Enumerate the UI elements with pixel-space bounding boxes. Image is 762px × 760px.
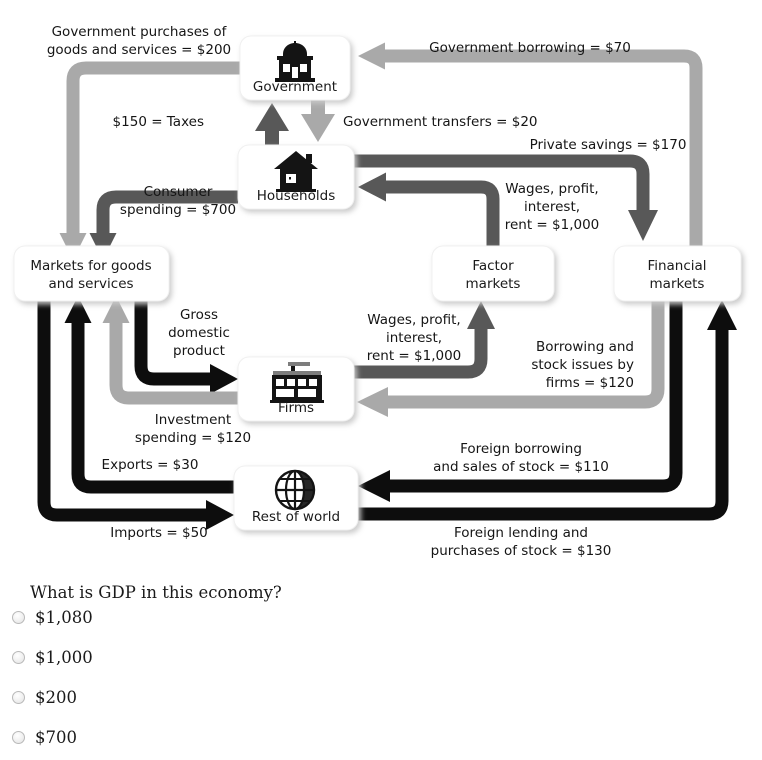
flow-label-consumer-line1: Consumer <box>144 184 213 200</box>
flow-label-gov-borrowing: Government borrowing = $70 <box>429 40 631 56</box>
flow-label-wages-firm-line1: Wages, profit, <box>367 312 460 328</box>
node-markets-for-goods: Markets for goods and services <box>13 245 170 302</box>
option-label-1: $1,080 <box>35 608 93 627</box>
flow-label-gdp-line2: domestic <box>168 325 230 341</box>
flow-label-taxes: $150 = Taxes <box>113 114 204 130</box>
flow-label-gov-transfers: Government transfers = $20 <box>343 114 538 130</box>
flow-label-gov-purchases-line1: Government purchases of <box>52 24 228 40</box>
flow-label-gdp-line1: Gross <box>180 307 218 323</box>
flow-label-private-savings: Private savings = $170 <box>530 137 687 153</box>
node-firms: Firms <box>237 356 355 422</box>
flow-label-exports: Exports = $30 <box>102 457 199 473</box>
option-row-3[interactable]: $200 <box>12 688 77 707</box>
flow-label-foreign-borrowing-line1: Foreign borrowing <box>460 441 582 457</box>
flow-label-gov-purchases-line2: goods and services = $200 <box>47 42 231 58</box>
node-rest-of-world: Rest of world <box>233 465 359 531</box>
factory-icon <box>270 362 324 403</box>
node-label-financial-line1: Financial <box>647 258 706 274</box>
node-label-factor-line2: markets <box>466 276 521 292</box>
flow-label-foreign-lending-line2: purchases of stock = $130 <box>431 543 612 559</box>
node-label-government: Government <box>253 79 337 95</box>
flow-arrow-firm-borrowing <box>357 301 665 417</box>
flow-arrow-wages-from-firms <box>354 301 495 379</box>
node-factor-markets: Factor markets <box>431 245 555 302</box>
flow-label-foreign-lending-line1: Foreign lending and <box>454 525 588 541</box>
flow-label-firm-borrowing-line3: firms = $120 <box>546 375 634 391</box>
option-row-1[interactable]: $1,080 <box>12 608 93 627</box>
node-label-factor-line1: Factor <box>472 258 514 274</box>
flow-label-firm-borrowing-line2: stock issues by <box>531 357 634 373</box>
flow-label-gdp-line3: product <box>173 343 225 359</box>
flow-label-investment-line1: Investment <box>155 412 231 428</box>
flow-labels: Government purchases of goods and servic… <box>47 24 687 559</box>
flow-label-wages-hh-line2: interest, <box>524 199 580 215</box>
flow-arrows <box>37 42 737 530</box>
node-households: Households <box>237 144 355 210</box>
question-block: What is GDP in this economy? $1,080 $1,0… <box>0 575 762 760</box>
flow-arrow-wages-to-households <box>358 172 500 246</box>
flow-arrow-exports <box>64 296 234 494</box>
question-text: What is GDP in this economy? <box>30 583 282 602</box>
flow-arrow-gov-purchases <box>59 61 240 260</box>
globe-icon <box>274 469 316 511</box>
flow-arrow-imports <box>37 301 234 530</box>
flow-label-wages-firm-line2: interest, <box>386 330 442 346</box>
flow-arrow-gdp <box>134 301 238 394</box>
flow-arrow-investment <box>102 296 238 405</box>
flow-arrow-gov-borrowing <box>358 42 703 246</box>
flow-label-foreign-borrowing-line2: and sales of stock = $110 <box>433 459 609 475</box>
node-label-rest-of-world: Rest of world <box>252 509 340 525</box>
flow-label-wages-hh-line3: rent = $1,000 <box>505 217 600 233</box>
flow-label-wages-hh-line1: Wages, profit, <box>505 181 598 197</box>
flow-arrow-private-savings <box>354 154 658 241</box>
flow-label-consumer-line2: spending = $700 <box>120 202 236 218</box>
radio-option-2[interactable] <box>12 651 25 664</box>
circular-flow-diagram: Government Households Markets for goods … <box>13 24 742 559</box>
house-icon <box>274 151 318 192</box>
radio-option-4[interactable] <box>12 731 25 744</box>
node-label-financial-line2: markets <box>650 276 705 292</box>
flow-arrow-foreign-borrowing <box>358 301 683 502</box>
flow-arrow-foreign-lending <box>358 300 737 521</box>
node-label-households: Households <box>257 188 335 204</box>
flow-arrow-gov-transfers <box>301 100 335 142</box>
flow-arrow-taxes <box>255 103 289 145</box>
node-financial-markets: Financial markets <box>613 245 742 302</box>
flow-label-imports: Imports = $50 <box>110 525 208 541</box>
node-government: Government <box>239 35 351 101</box>
option-row-2[interactable]: $1,000 <box>12 648 93 667</box>
option-label-3: $200 <box>35 688 77 707</box>
flow-label-investment-line2: spending = $120 <box>135 430 251 446</box>
node-label-firms: Firms <box>278 400 314 416</box>
flow-label-wages-firm-line3: rent = $1,000 <box>367 348 462 364</box>
option-label-4: $700 <box>35 728 77 747</box>
node-label-markets-line2: and services <box>48 276 133 292</box>
option-row-4[interactable]: $700 <box>12 728 77 747</box>
flow-label-firm-borrowing-line1: Borrowing and <box>536 339 634 355</box>
option-label-2: $1,000 <box>35 648 93 667</box>
radio-option-3[interactable] <box>12 691 25 704</box>
government-building-icon <box>275 41 315 82</box>
radio-option-1[interactable] <box>12 611 25 624</box>
node-label-markets-line1: Markets for goods <box>30 258 151 274</box>
